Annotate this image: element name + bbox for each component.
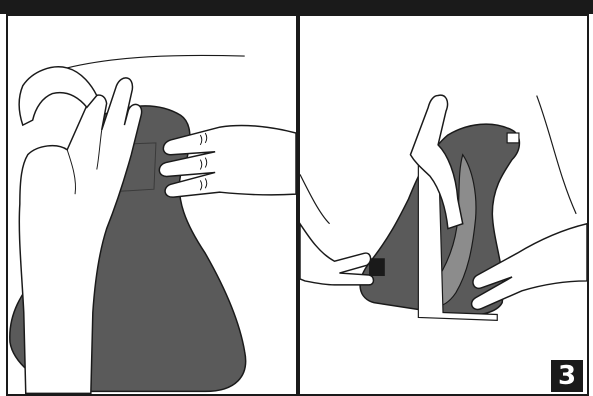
hand-icon [300,224,373,285]
left-illustration [8,16,296,394]
buckle-icon [369,258,385,276]
right-illustration [300,16,587,394]
left-panel [6,14,298,396]
arm-outline [537,96,576,214]
arm-outline [67,55,245,68]
step-number-badge: 3 [551,360,583,392]
top-border [0,0,593,14]
right-panel: 3 [298,14,589,396]
valve-icon [507,133,519,143]
arm-outline [300,174,330,223]
